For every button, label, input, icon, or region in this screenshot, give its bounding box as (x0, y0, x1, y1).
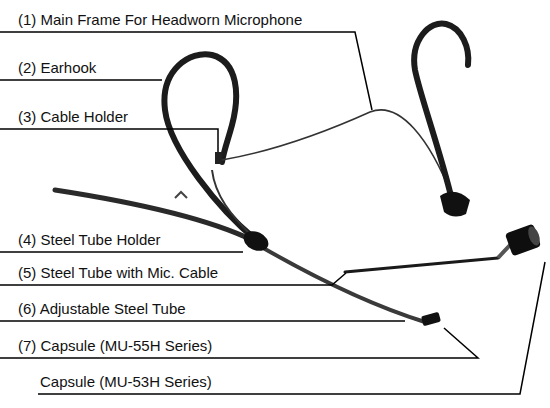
capsule-55h (421, 312, 441, 326)
main-frame-wire (222, 110, 452, 196)
capsule-53h (505, 224, 541, 257)
steel-tube (345, 258, 498, 272)
leader-line (0, 320, 405, 322)
part-label: (6) Adjustable Steel Tube (18, 300, 398, 318)
cable-holder (215, 152, 222, 164)
ear-pad (440, 192, 470, 217)
adjustable-tube (258, 245, 425, 322)
leader-line (0, 251, 243, 253)
part-label: (1) Main Frame For Headworn Microphone (18, 11, 358, 29)
left-earhook (164, 54, 256, 240)
part-label: (5) Steel Tube with Mic. Cable (18, 264, 328, 282)
leader-line (0, 32, 372, 110)
frame-arm (212, 170, 256, 240)
leader-lines (0, 32, 545, 394)
leader-line (0, 129, 218, 152)
part-label: (4) Steel Tube Holder (18, 231, 238, 249)
capsule-grille (526, 225, 542, 247)
leader-line (0, 79, 162, 81)
leader-line (38, 262, 545, 394)
part-label: (3) Cable Holder (18, 108, 213, 126)
leader-line (0, 328, 478, 358)
part-label: Capsule (MU-53H Series) (40, 373, 440, 391)
cable-clip (175, 192, 187, 198)
part-label: (2) Earhook (18, 59, 158, 77)
tube-holder (240, 227, 271, 254)
right-earhook (414, 23, 468, 200)
part-label: (7) Capsule (MU-55H Series) (18, 337, 418, 355)
